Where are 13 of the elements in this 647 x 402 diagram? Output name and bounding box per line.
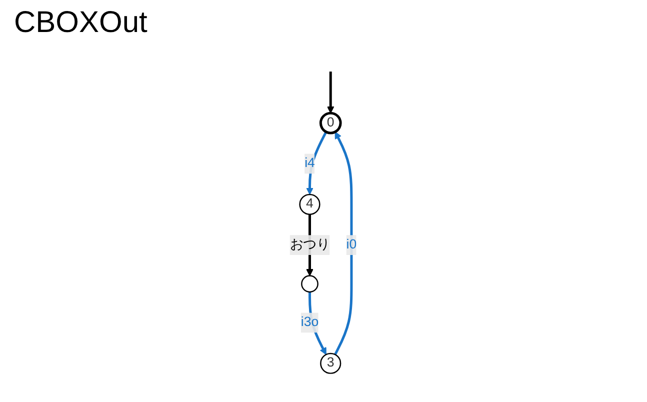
arrow (334, 132, 353, 356)
edge-label: i4 (304, 156, 316, 170)
arrow (327, 72, 335, 114)
diagram-title: CBOXOut (14, 6, 148, 40)
node-circle: 4 (299, 194, 321, 215)
arrow (306, 131, 328, 195)
node-circle: 3 (320, 352, 342, 374)
edge-label: i0 (346, 238, 357, 252)
edge-label: おつり (290, 238, 330, 252)
edge-label: i3o (301, 315, 319, 330)
node-circle: 0 (320, 112, 342, 134)
node-circle (301, 275, 319, 293)
arrow (308, 292, 327, 355)
